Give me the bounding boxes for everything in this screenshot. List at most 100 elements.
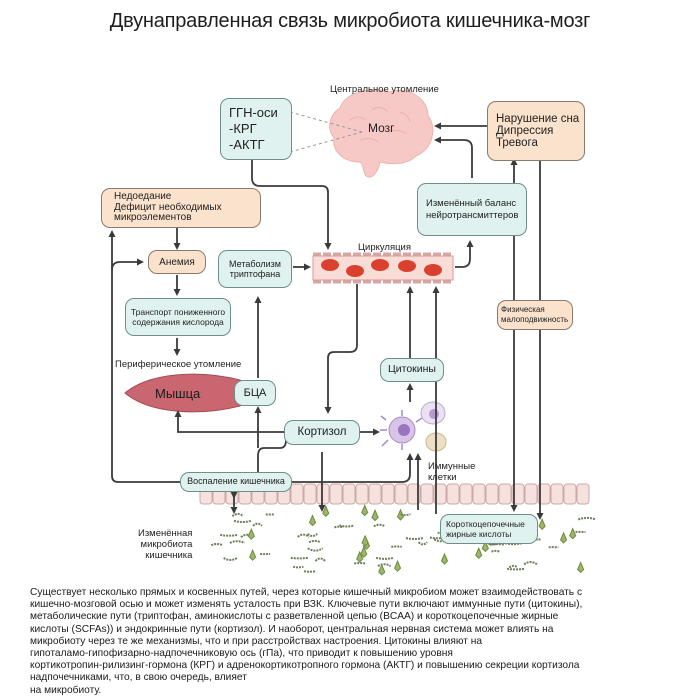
microbiota-line1: Изменённая (138, 528, 193, 539)
paragraph-line: надпочечниками, что, в свою очередь, вли… (30, 672, 247, 684)
microbiota-line3: кишечника (145, 550, 193, 561)
cortisol-box: Кортизол (284, 420, 360, 445)
epithelial-cell (329, 483, 343, 505)
oxygen-transport-box: Транспорт пониженного содержания кислоро… (125, 298, 231, 336)
epithelial-cell (394, 483, 408, 505)
paragraph-line: Существует несколько прямых и косвенных … (30, 587, 583, 598)
epithelial-cell (290, 483, 304, 505)
blood-vessel-illustration (312, 252, 454, 284)
malnutrition-box: Недоедание Дефицит необходимых микроэлем… (101, 188, 261, 228)
arrow-neuro-to-brain (434, 136, 473, 178)
epithelial-cell (498, 483, 512, 505)
gut-inflammation-label: Воспаление кишечника (187, 476, 285, 487)
bacterium (393, 559, 402, 572)
bacteria-illustration (210, 504, 597, 576)
peripheral-fatigue-label: Периферическое утомление (115, 359, 242, 370)
paragraph-line: метаболические пути (триптофан, аминокис… (30, 611, 559, 623)
arrow-circulation-to-cortisol (324, 284, 358, 414)
epithelial-cell (381, 483, 395, 505)
bacterium (249, 548, 257, 561)
oxygen-line1: Транспорт пониженного (130, 306, 226, 317)
bacterium (569, 527, 577, 540)
bacterium (231, 512, 245, 518)
bacterium (356, 550, 364, 563)
malnutrition-line1: Недоедание (114, 191, 172, 203)
muscle-label: Мышца (155, 386, 201, 401)
cytokines-box: Цитокины (380, 358, 444, 382)
bacterium (577, 561, 585, 574)
bcaa-label: БЦА (243, 386, 267, 399)
tryptophan-line1: Метаболизм (229, 258, 281, 269)
neurotransmitter-line1: Изменённый баланс (426, 198, 517, 209)
neurotransmitter-balance-box: Изменённый баланс нейротрансмиттеров (417, 183, 527, 236)
anxiety-line: Тревога (496, 137, 538, 149)
bacterium (429, 536, 446, 540)
epithelial-cell (459, 483, 473, 505)
gut-inflammation-box: Воспаление кишечника (180, 472, 292, 492)
altered-microbiota-label: Изменённая микробиота кишечника (138, 528, 192, 561)
tryptophan-metabolism-box: Метаболизм триптофана (218, 250, 292, 288)
epithelial-cell (433, 483, 447, 505)
bacterium (292, 565, 304, 569)
bacterium (252, 522, 263, 527)
epithelial-cell (485, 483, 499, 505)
immune-cells-label: Иммунные клетки (428, 461, 475, 483)
immune-cells-line1: Иммунные (428, 461, 476, 472)
arrow-circulation-to-neuro (455, 240, 474, 268)
physical-line2: малоподвижность (501, 315, 569, 324)
arrow-to-anemia (111, 258, 144, 271)
circulation-label: Циркуляция (358, 242, 412, 253)
bacterium (538, 517, 546, 530)
malnutrition-line2: Дефицит необходимых (114, 201, 222, 213)
paragraph-line: на микробиоту. (30, 684, 102, 696)
scfa-box: Короткоцепочечные жирные кислоты (440, 514, 538, 544)
sleep-disorder-line: Нарушение сна (496, 113, 580, 125)
central-fatigue-label: Центральное утомление (330, 84, 439, 95)
bacterium (297, 533, 310, 538)
bacterium (559, 531, 568, 544)
bacterium (508, 564, 519, 569)
bacterium (308, 514, 317, 527)
paragraph-line: кислоты (SCFAs)) и эндокринные пути (кор… (30, 623, 554, 635)
brain-label: Мозг (368, 121, 395, 135)
brain-illustration (329, 89, 434, 178)
bacterium (489, 543, 505, 546)
epithelial-cell (420, 483, 434, 505)
arrow-hpa-to-circulation (251, 160, 332, 250)
bacterium (229, 540, 246, 544)
bacterium (400, 513, 411, 516)
bacterium (210, 542, 224, 547)
malnutrition-line3: микроэлементов (114, 212, 192, 224)
bacterium (405, 537, 424, 540)
bacterium (322, 505, 330, 518)
bacterium (373, 523, 386, 528)
bacterium (307, 547, 324, 552)
bacterium (223, 557, 238, 561)
scfa-line2: жирные кислоты (446, 529, 512, 539)
cytokines-label: Цитокины (388, 363, 436, 376)
acth-line: -АКТГ (229, 137, 265, 152)
epithelial-cell (368, 483, 382, 505)
bacterium (440, 552, 449, 565)
paragraph-line: гипоталамо-гипофизарно-надпочечниковую о… (30, 648, 453, 660)
anemia-box: Анемия (148, 250, 206, 274)
bacterium (375, 556, 394, 560)
epithelial-cell (316, 483, 330, 505)
sleep-depression-anxiety-box: Нарушение сна Дипрессия Тревога (487, 101, 585, 161)
bacterium (220, 533, 239, 537)
bacterium (307, 533, 318, 537)
bacterium (378, 563, 386, 576)
bacterium (475, 546, 483, 559)
depression-line: Дипрессия (496, 125, 554, 137)
epithelial-cell (303, 483, 317, 505)
epithelial-cell (472, 483, 486, 505)
epithelial-cell (342, 483, 356, 505)
epithelial-cell (355, 483, 369, 505)
paragraph-line: микробиоту через те же механизмы, что и … (30, 635, 483, 647)
tryptophan-line2: триптофана (229, 269, 281, 279)
epithelial-cell (407, 483, 421, 505)
bacterium (361, 534, 369, 547)
bacterium (371, 509, 379, 522)
crh-line: -КРГ (229, 121, 257, 136)
immune-cells-line2: клетки (428, 472, 457, 483)
